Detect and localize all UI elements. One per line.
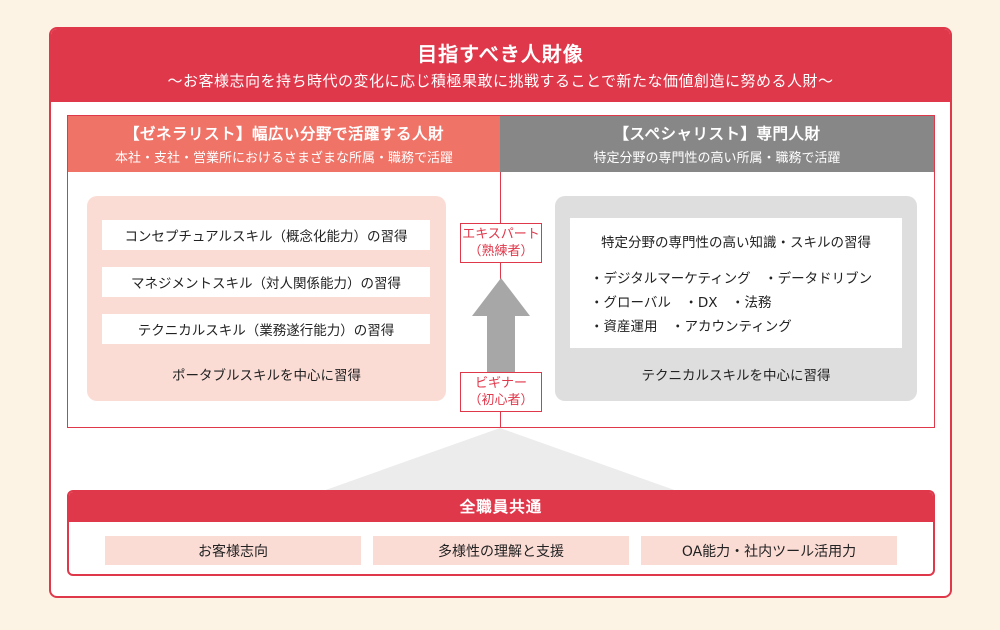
header-banner: 目指すべき人財像 〜お客様志向を持ち時代の変化に応じ積極果敢に挑戦することで新た… [51, 29, 950, 102]
foundation-connector [320, 428, 680, 492]
specialist-skill-box: 特定分野の専門性の高い知識・スキルの習得 ・デジタルマーケティング ・データドリ… [570, 218, 902, 348]
expert-badge: エキスパート （熟練者） [460, 223, 542, 263]
generalist-header: 【ゼネラリスト】幅広い分野で活躍する人財 本社・支社・営業所におけるさまざまな所… [68, 116, 500, 172]
growth-up-arrow-icon [472, 278, 530, 378]
beginner-sublabel: （初心者） [468, 393, 534, 408]
specialist-subtitle: 特定分野の専門性の高い所属・職務で活躍 [593, 151, 841, 166]
specialist-footer: テクニカルスキルを中心に習得 [641, 368, 831, 384]
common-skills-section: 全職員共通 お客様志向 多様性の理解と支援 OA能力・社内ツール活用力 [67, 490, 935, 576]
generalist-panel: コンセプチュアルスキル（概念化能力）の習得 マネジメントスキル（対人関係能力）の… [87, 196, 446, 401]
specialist-field-line-3: ・資産運用 ・アカウンティング [590, 319, 792, 335]
page-title: 目指すべき人財像 [417, 42, 584, 66]
talent-model-frame: 目指すべき人財像 〜お客様志向を持ち時代の変化に応じ積極果敢に挑戦することで新た… [49, 27, 952, 598]
career-columns: 【ゼネラリスト】幅広い分野で活躍する人財 本社・支社・営業所におけるさまざまな所… [67, 115, 935, 428]
generalist-footer: ポータブルスキルを中心に習得 [172, 368, 361, 384]
expert-sublabel: （熟練者） [468, 244, 534, 259]
common-item-diversity: 多様性の理解と支援 [373, 536, 629, 565]
common-skills-title: 全職員共通 [69, 492, 933, 522]
page-subtitle: 〜お客様志向を持ち時代の変化に応じ積極果敢に挑戦することで新たな価値創造に努める… [167, 72, 834, 90]
generalist-skill-management: マネジメントスキル（対人関係能力）の習得 [102, 267, 430, 297]
specialist-header: 【スペシャリスト】専門人財 特定分野の専門性の高い所属・職務で活躍 [500, 116, 934, 172]
specialist-box-title: 特定分野の専門性の高い知識・スキルの習得 [601, 235, 871, 251]
generalist-title: 【ゼネラリスト】幅広い分野で活躍する人財 [123, 125, 444, 143]
generalist-skill-conceptual: コンセプチュアルスキル（概念化能力）の習得 [102, 220, 430, 250]
beginner-badge: ビギナー （初心者） [460, 372, 542, 412]
generalist-skill-technical: テクニカルスキル（業務遂行能力）の習得 [102, 314, 430, 344]
specialist-field-line-2: ・グローバル ・DX ・法務 [590, 295, 772, 311]
specialist-panel: 特定分野の専門性の高い知識・スキルの習得 ・デジタルマーケティング ・データドリ… [555, 196, 917, 401]
expert-label: エキスパート [462, 227, 540, 242]
common-item-customer-focus: お客様志向 [105, 536, 361, 565]
generalist-subtitle: 本社・支社・営業所におけるさまざまな所属・職務で活躍 [114, 151, 453, 166]
beginner-label: ビギナー [474, 376, 527, 391]
common-item-oa-skills: OA能力・社内ツール活用力 [641, 536, 897, 565]
specialist-title: 【スペシャリスト】専門人財 [613, 125, 821, 143]
specialist-field-line-1: ・デジタルマーケティング ・データドリブン [590, 271, 873, 287]
